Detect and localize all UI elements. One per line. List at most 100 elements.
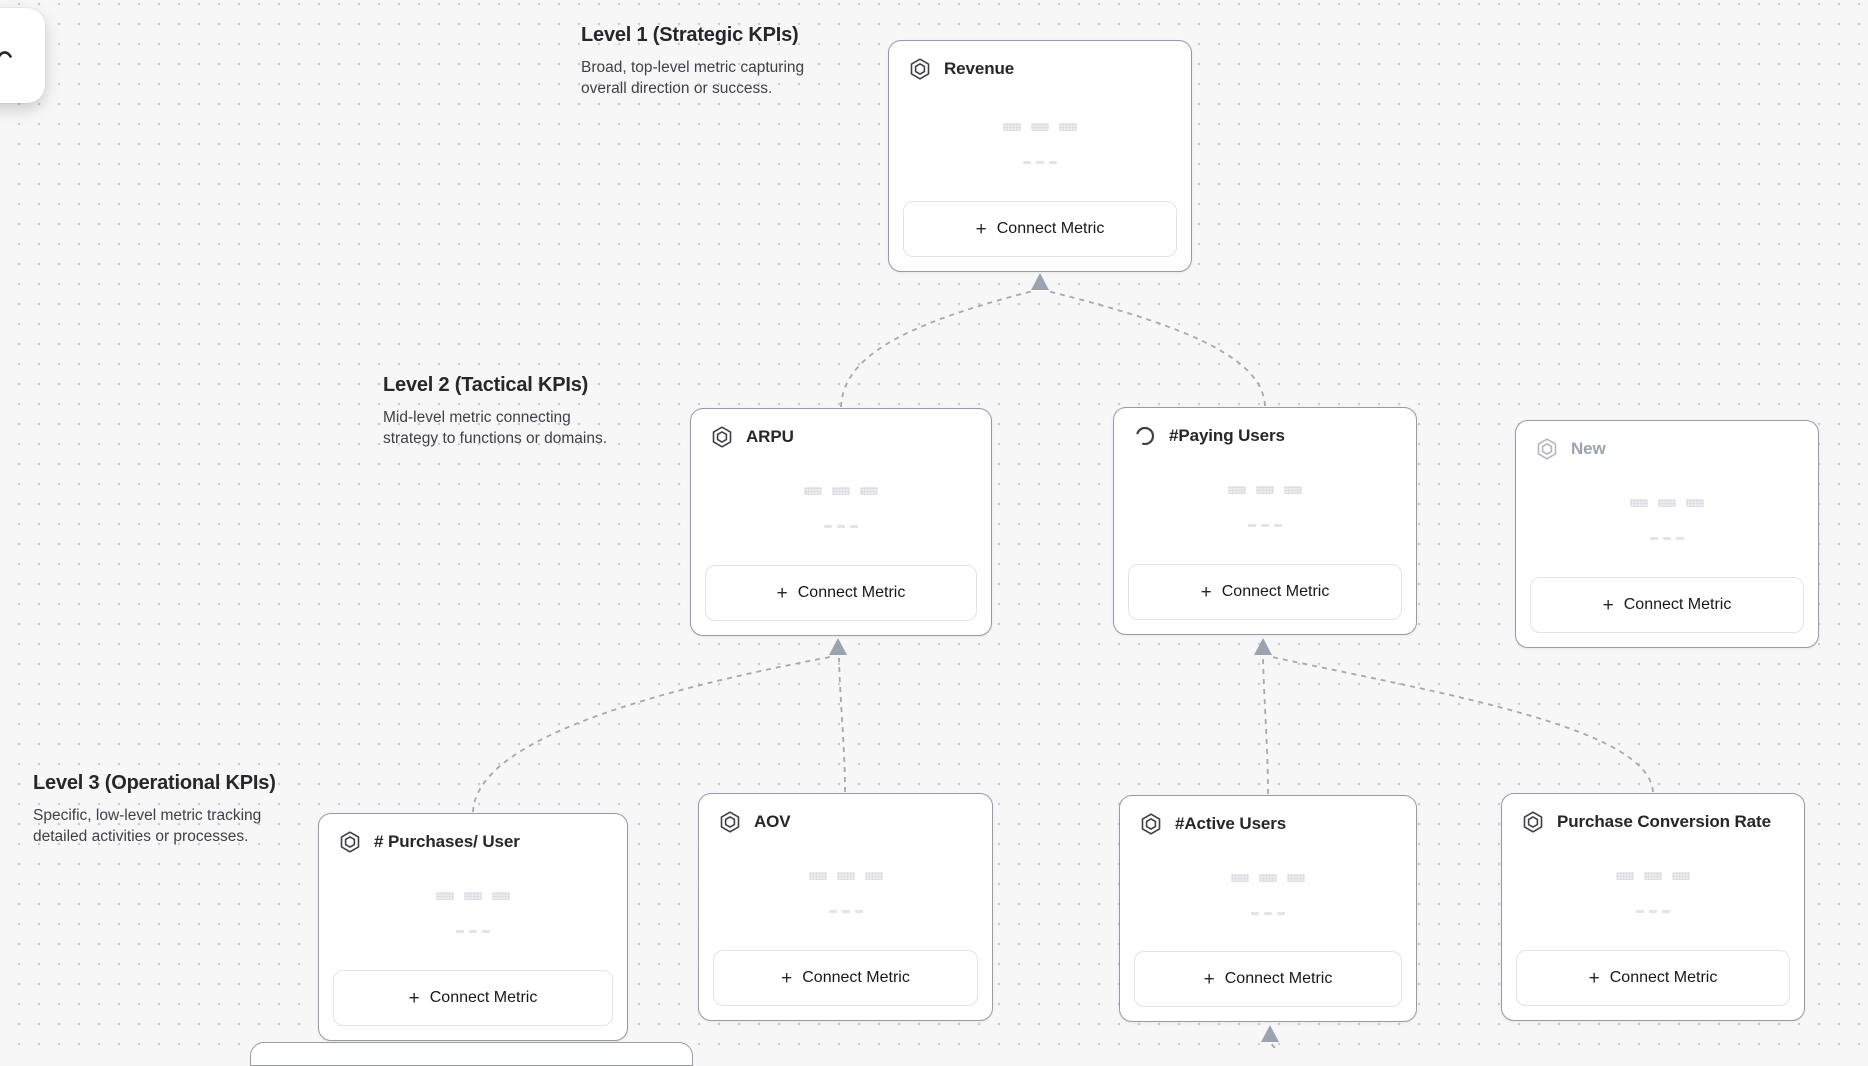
connector-aov-to-arpu: [838, 657, 846, 793]
metric-placeholder: [1114, 486, 1416, 527]
card-header: # Purchases/ User: [338, 830, 520, 854]
connect-metric-button[interactable]: + Connect Metric: [1516, 950, 1790, 1006]
level-3-title: Level 3 (Operational KPIs): [33, 772, 276, 794]
skeleton-dash: [828, 910, 837, 913]
connector-arpu-to-revenue: [840, 290, 1034, 408]
skeleton-dash: [1261, 524, 1269, 527]
skeleton-dash: [824, 525, 832, 528]
level-2-title: Level 2 (Tactical KPIs): [383, 374, 589, 396]
card-header: AOV: [718, 810, 791, 834]
level-1-description: Broad, top-level metric capturing overal…: [581, 59, 805, 97]
plus-icon: +: [1602, 594, 1614, 616]
skeleton-dash: [1248, 524, 1256, 527]
level-1-title: Level 1 (Strategic KPIs): [581, 24, 799, 46]
skeleton-dash: [1036, 161, 1044, 164]
skeleton-dash: [1663, 537, 1671, 540]
skeleton-dash: [1264, 912, 1272, 915]
card-title: #Paying Users: [1169, 426, 1285, 445]
card-header: New: [1535, 437, 1606, 461]
hexagon-icon: [710, 425, 734, 449]
connect-metric-button[interactable]: + Connect Metric: [1128, 564, 1402, 620]
connect-metric-label: Connect Metric: [1224, 970, 1333, 987]
plus-icon: +: [1203, 968, 1215, 990]
connect-metric-label: Connect Metric: [996, 220, 1105, 237]
skeleton-bar: [1284, 486, 1302, 494]
level-3-description: Specific, low-level metric tracking deta…: [33, 807, 262, 845]
skeleton-dash: [837, 525, 845, 528]
skeleton-bar: [804, 487, 822, 495]
card-header: Purchase Conversion Rate: [1521, 810, 1771, 834]
skeleton-bar: [1616, 872, 1634, 880]
level-1-label: Level 1 (Strategic KPIs) Broad, top-leve…: [581, 24, 804, 99]
skeleton-dash: [1251, 912, 1259, 915]
plus-icon: +: [781, 967, 793, 989]
skeleton-bar: [1256, 486, 1274, 494]
floating-toolbar[interactable]: [0, 8, 45, 103]
metric-placeholder: [1120, 874, 1416, 915]
skeleton-bar: [1644, 872, 1662, 880]
kpi-card-partial-bottom[interactable]: [250, 1042, 693, 1066]
skeleton-dash: [1023, 161, 1031, 164]
card-header: #Active Users: [1139, 812, 1286, 836]
metric-placeholder: [319, 892, 627, 933]
skeleton-dash: [1662, 910, 1670, 913]
plus-icon: +: [1588, 967, 1600, 989]
metric-placeholder: [691, 487, 991, 528]
metric-placeholder: [699, 872, 992, 913]
skeleton-dash: [841, 910, 850, 913]
skeleton-dash: [1676, 537, 1684, 540]
skeleton-bar: [1031, 123, 1049, 131]
connector-pcr-to-payingusers: [1271, 656, 1654, 793]
connector-purchases-to-arpu: [472, 656, 831, 813]
level-2-description: Mid-level metric connecting strategy to …: [383, 409, 608, 447]
skeleton-dash: [1650, 537, 1658, 540]
skeleton-bar: [1686, 499, 1704, 507]
skeleton-bar: [1259, 874, 1277, 882]
kpi-card-paying-users[interactable]: #Paying Users + Connect Metric: [1113, 407, 1417, 635]
skeleton-dash: [1049, 161, 1057, 164]
skeleton-dash: [456, 930, 464, 933]
card-title: Revenue: [944, 59, 1015, 78]
card-title: New: [1571, 439, 1606, 458]
metric-placeholder: [1516, 499, 1818, 540]
metric-placeholder: [889, 123, 1191, 164]
card-title: AOV: [754, 812, 791, 831]
skeleton-dash: [1649, 910, 1657, 913]
cursor-icon: [0, 51, 12, 58]
kpi-card-new[interactable]: New + Connect Metric: [1515, 420, 1819, 648]
kpi-card-purchases-per-user[interactable]: # Purchases/ User + Connect Metric: [318, 813, 628, 1041]
arrowhead-into-payingusers: [1254, 638, 1272, 655]
hexagon-icon: [718, 810, 742, 834]
kpi-card-aov[interactable]: AOV + Connect Metric: [698, 793, 993, 1021]
hexagon-icon: [1521, 810, 1545, 834]
connect-metric-button[interactable]: + Connect Metric: [903, 201, 1177, 257]
skeleton-bar: [836, 872, 855, 880]
hexagon-icon: [1139, 812, 1163, 836]
connect-metric-button[interactable]: + Connect Metric: [1530, 577, 1804, 633]
skeleton-bar: [1228, 486, 1246, 494]
card-title: # Purchases/ User: [374, 832, 520, 851]
level-2-label: Level 2 (Tactical KPIs) Mid-level metric…: [383, 374, 607, 449]
connect-metric-button[interactable]: + Connect Metric: [1134, 951, 1402, 1007]
connect-metric-label: Connect Metric: [802, 969, 910, 986]
kpi-card-revenue[interactable]: Revenue + Connect Metric: [888, 40, 1192, 272]
plus-icon: +: [975, 218, 987, 240]
connect-metric-label: Connect Metric: [1609, 969, 1718, 986]
connect-metric-button[interactable]: + Connect Metric: [713, 950, 978, 1006]
connector-offscreen-to-activeusers: [1270, 1042, 1276, 1048]
card-header: ARPU: [710, 425, 794, 449]
skeleton-dash: [854, 910, 863, 913]
hexagon-icon: [908, 57, 932, 81]
arrowhead-into-activeusers: [1261, 1025, 1279, 1042]
connect-metric-button[interactable]: + Connect Metric: [705, 565, 977, 621]
hexagon-icon: [1535, 437, 1559, 461]
skeleton-bar: [1231, 874, 1249, 882]
kpi-card-arpu[interactable]: ARPU + Connect Metric: [690, 408, 992, 636]
kpi-card-active-users[interactable]: #Active Users + Connect Metric: [1119, 795, 1417, 1022]
skeleton-bar: [464, 892, 482, 900]
connector-activeusers-to-payingusers: [1262, 657, 1269, 795]
connect-metric-button[interactable]: + Connect Metric: [333, 970, 613, 1026]
kpi-card-purchase-conversion-rate[interactable]: Purchase Conversion Rate + Connect Metri…: [1501, 793, 1805, 1021]
skeleton-dash: [1636, 910, 1644, 913]
